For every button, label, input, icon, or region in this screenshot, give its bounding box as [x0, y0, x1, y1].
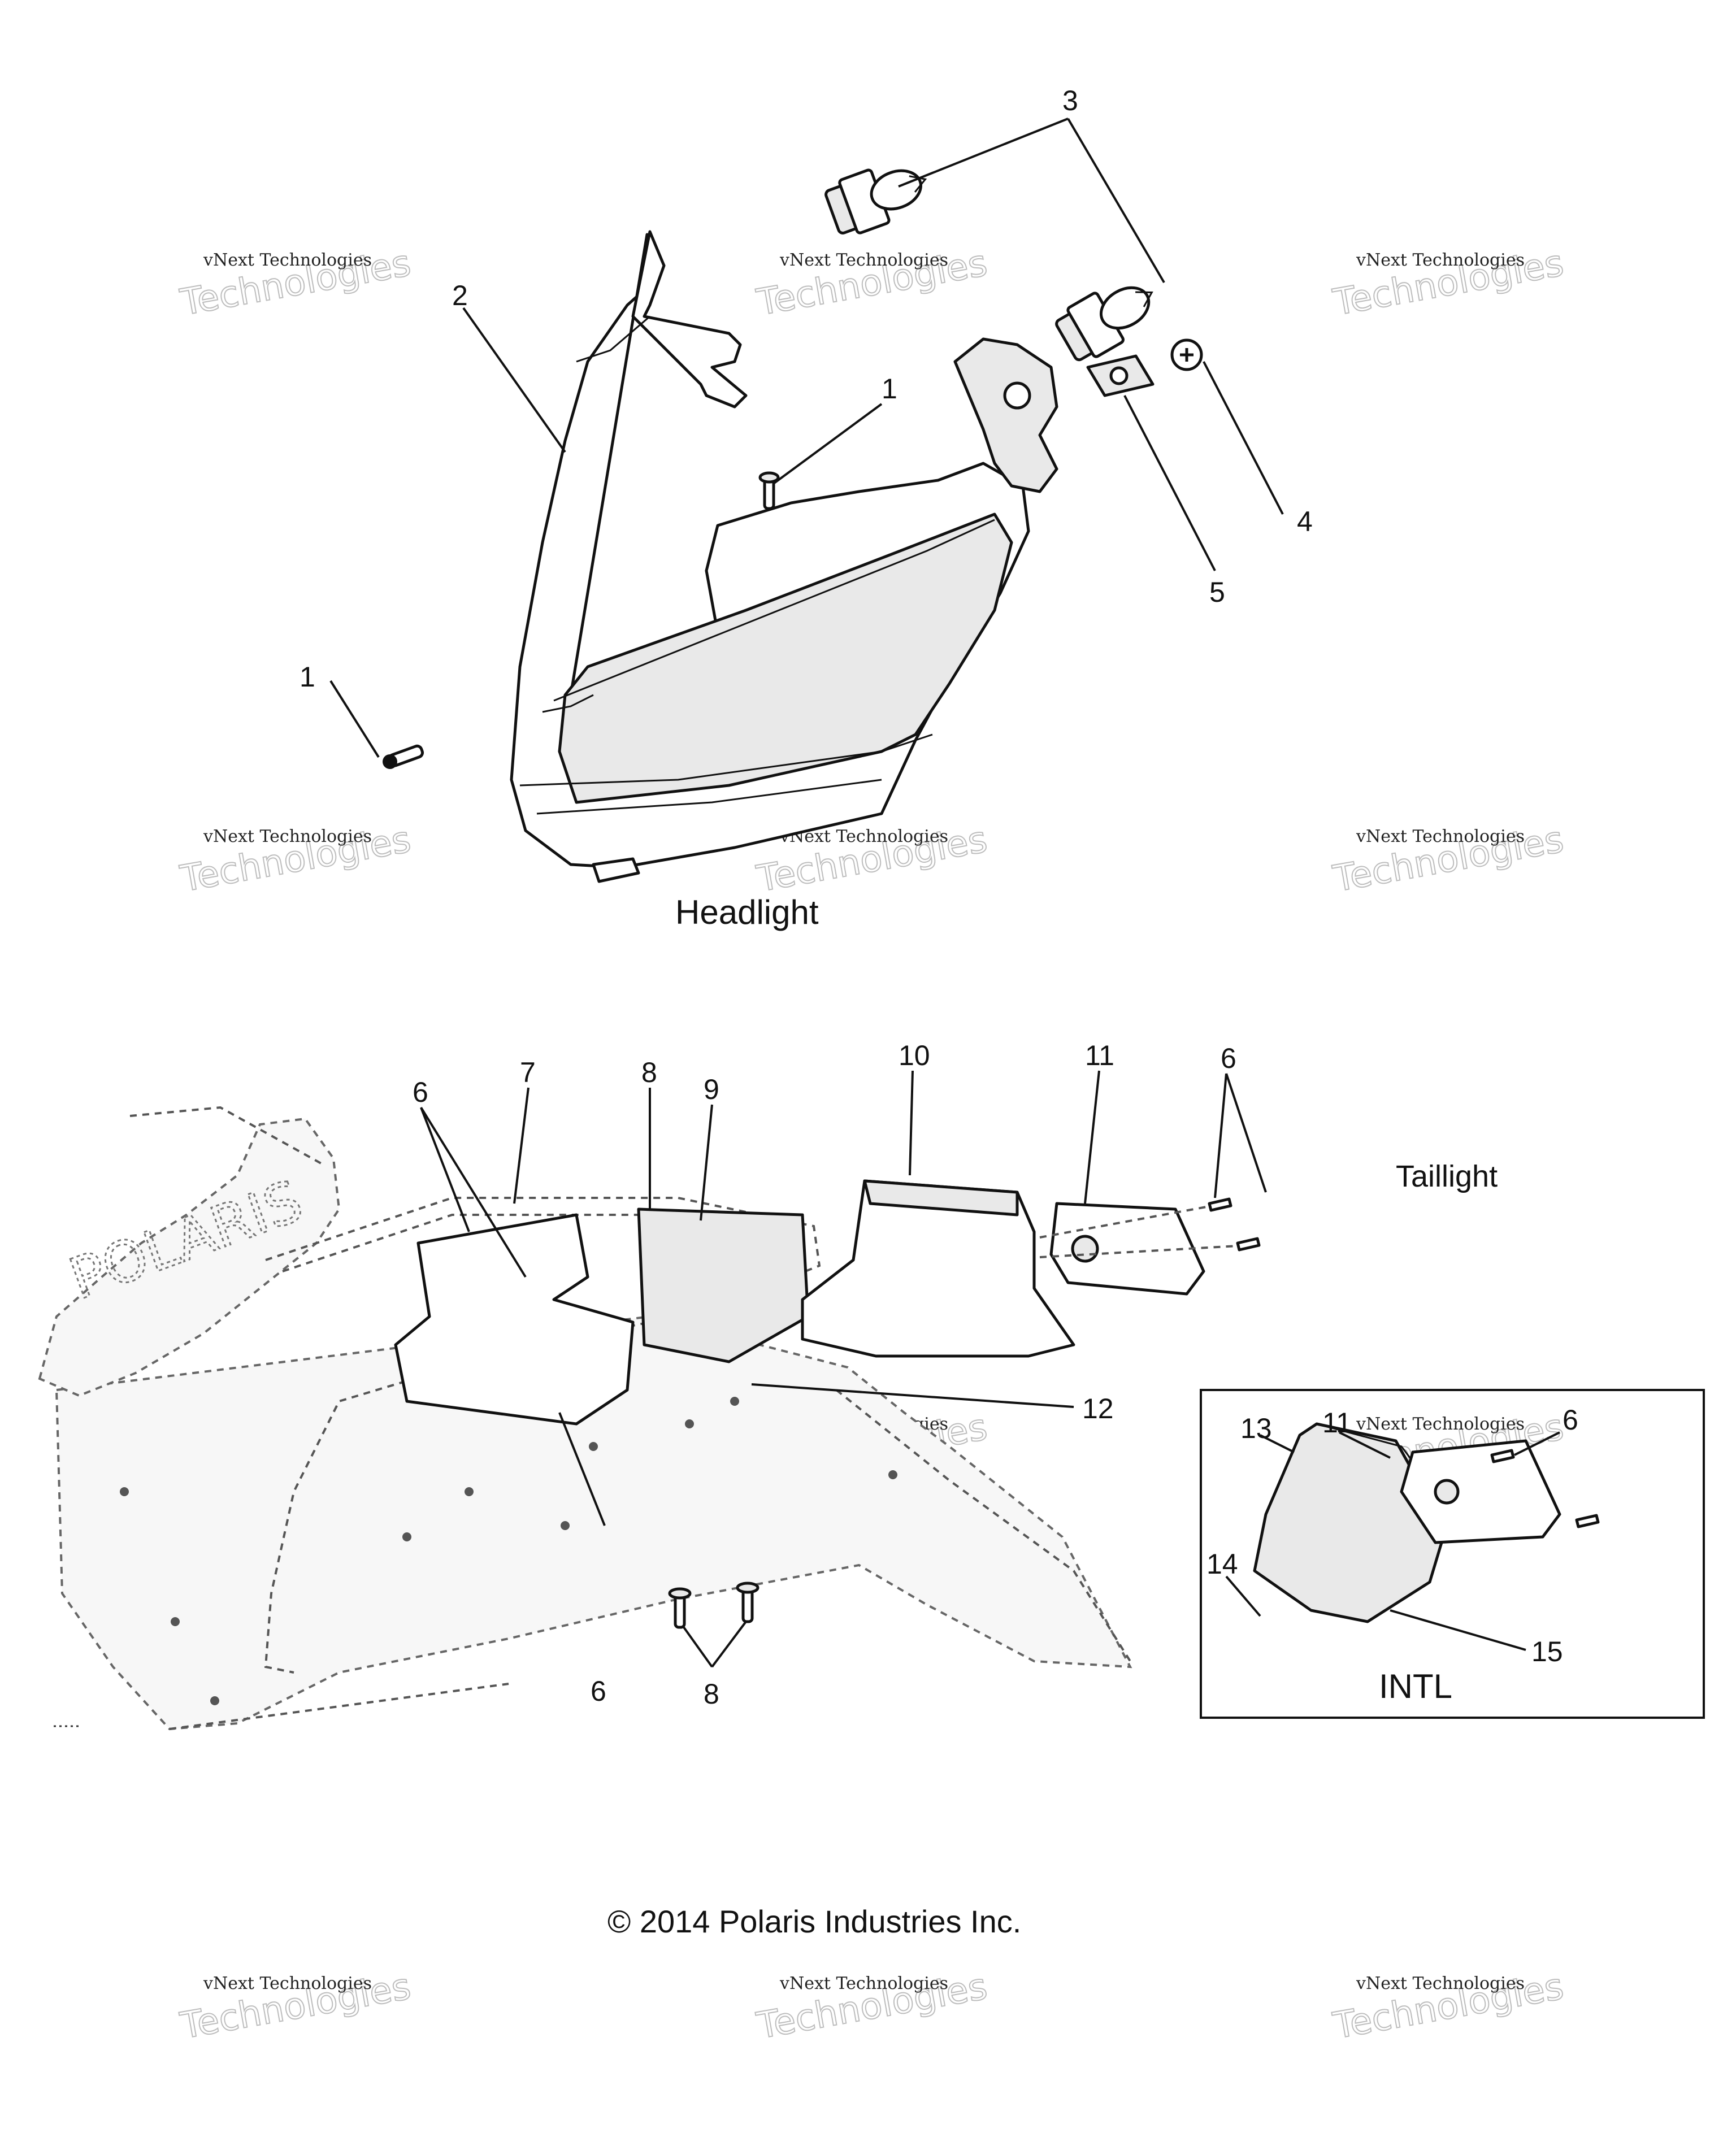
taillight-leaders: [420, 1070, 1267, 1668]
callout-8-top: 8: [641, 1057, 657, 1088]
speed-nut: [1086, 354, 1155, 397]
intl-inset: 13 11 6 14 15 INTL: [1200, 1389, 1705, 1719]
bolt-left: [668, 1587, 692, 1629]
watermark: Technologies vNext Technologies: [1330, 818, 1568, 901]
headlight-adjuster: [953, 337, 1058, 493]
callout-4: 4: [1297, 506, 1313, 537]
taillight-housing: [801, 1179, 1075, 1358]
lens-screw-lower: [1236, 1237, 1261, 1252]
intl-screw-lower: [1575, 1514, 1600, 1528]
watermark: Technologies vNext Technologies: [753, 242, 991, 324]
headlight-lens: [558, 512, 1013, 804]
callout-9: 9: [704, 1074, 719, 1105]
watermark: Technologies vNext Technologies: [1330, 1965, 1568, 2048]
watermark-text: vNext Technologies: [1356, 250, 1525, 270]
bulb-lower: [1055, 286, 1153, 362]
taillight-lens: [1049, 1202, 1205, 1296]
callout-7: 7: [520, 1057, 536, 1088]
pin-lower: [383, 744, 424, 769]
intl-inset-frame: [1200, 1389, 1705, 1719]
callout-11: 11: [1085, 1040, 1114, 1071]
callout-6-right: 6: [1221, 1042, 1236, 1074]
watermark: Technologies vNext Technologies: [177, 242, 415, 324]
callout-11-intl: 11: [1322, 1407, 1352, 1439]
callout-15: 15: [1531, 1636, 1563, 1667]
mount-plate: [637, 1207, 810, 1363]
tunnel-panel: [55, 1315, 1132, 1731]
section-label-taillight: Taillight: [1396, 1159, 1498, 1193]
taillight-bracket: [394, 1213, 635, 1426]
watermark: Technologies vNext Technologies: [1330, 242, 1568, 324]
intl-taillight-lens: [1400, 1439, 1561, 1544]
callout-1-upper: 1: [882, 373, 897, 405]
watermark-text: vNext Technologies: [779, 1974, 948, 1993]
callout-5: 5: [1209, 576, 1225, 608]
headlight-leaders: [329, 118, 1284, 758]
lens-screw-upper: [1208, 1197, 1232, 1212]
seat: [38, 1117, 341, 1397]
bolt-right: [736, 1582, 760, 1623]
watermark: Technologies vNext Technologies: [177, 818, 415, 901]
callout-6-bottom: 6: [591, 1675, 606, 1707]
callout-10: 10: [899, 1040, 930, 1071]
callout-6-intl: 6: [1563, 1404, 1578, 1436]
intl-screw-upper: [1490, 1449, 1515, 1463]
watermark-text: vNext Technologies: [1356, 1974, 1525, 1993]
callout-1-lower: 1: [300, 661, 315, 693]
callout-12: 12: [1082, 1393, 1114, 1424]
watermark-text: vNext Technologies: [1356, 827, 1525, 846]
callout-6-left: 6: [413, 1076, 428, 1108]
section-label-intl: INTL: [1379, 1667, 1452, 1705]
bulb-upper: [824, 168, 927, 234]
watermark-text: vNext Technologies: [203, 250, 372, 270]
watermark-text: vNext Technologies: [1356, 1414, 1525, 1434]
screw: [1170, 338, 1203, 371]
watermark-text: vNext Technologies: [779, 250, 948, 270]
callout-3: 3: [1062, 85, 1078, 116]
copyright-notice: © 2014 Polaris Industries Inc.: [607, 1904, 1021, 1939]
watermark: Technologies vNext Technologies: [753, 1965, 991, 2048]
section-label-headlight: Headlight: [675, 893, 819, 931]
adjuster-knob: [1003, 381, 1031, 410]
callout-13: 13: [1240, 1413, 1272, 1444]
headlight-lower-clip: [592, 857, 640, 883]
headlight-bracket: [631, 230, 748, 409]
headlight-assembly: [510, 230, 1058, 883]
intl-taillight-housing: [1253, 1422, 1448, 1623]
watermark: Technologies vNext Technologies: [177, 1965, 415, 2048]
callout-8-bottom: 8: [704, 1678, 719, 1710]
pin-upper: [758, 471, 780, 510]
callout-2: 2: [452, 280, 468, 311]
watermark-text: vNext Technologies: [203, 827, 372, 846]
callout-14: 14: [1206, 1548, 1238, 1580]
watermark-text: vNext Technologies: [203, 1974, 372, 1993]
